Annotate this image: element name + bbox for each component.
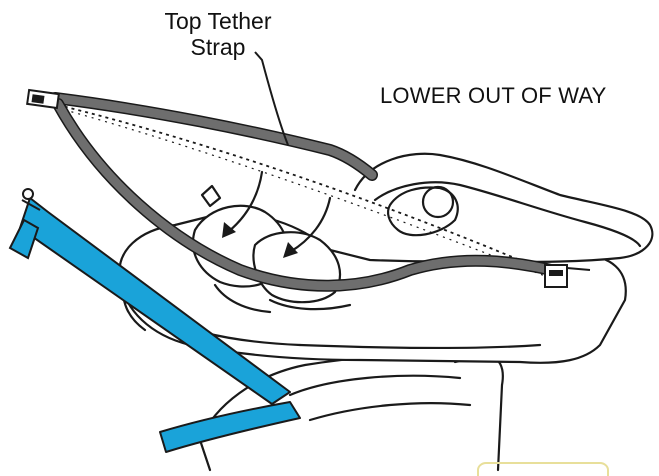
top-tether-label-line2: Strap bbox=[190, 34, 246, 60]
tether-hook bbox=[26, 88, 60, 110]
tether-dotted-path bbox=[57, 104, 556, 276]
lower-out-of-way-label: LOWER OUT OF WAY bbox=[380, 83, 607, 108]
lower-anchor-strap-tail bbox=[159, 401, 301, 453]
lower-anchor-hook bbox=[8, 188, 41, 260]
harness-tab bbox=[200, 184, 222, 208]
tether-adjuster bbox=[544, 264, 591, 288]
top-tether-strap-label: Top Tether Strap bbox=[138, 8, 298, 60]
arrow-left bbox=[226, 170, 264, 234]
arrow-right bbox=[288, 196, 332, 254]
tether-leader-line bbox=[254, 51, 289, 146]
carry-handle bbox=[353, 152, 654, 264]
highlight-box-edge bbox=[477, 462, 609, 476]
top-tether-label-line1: Top Tether bbox=[164, 8, 272, 34]
handle-window bbox=[387, 186, 459, 237]
